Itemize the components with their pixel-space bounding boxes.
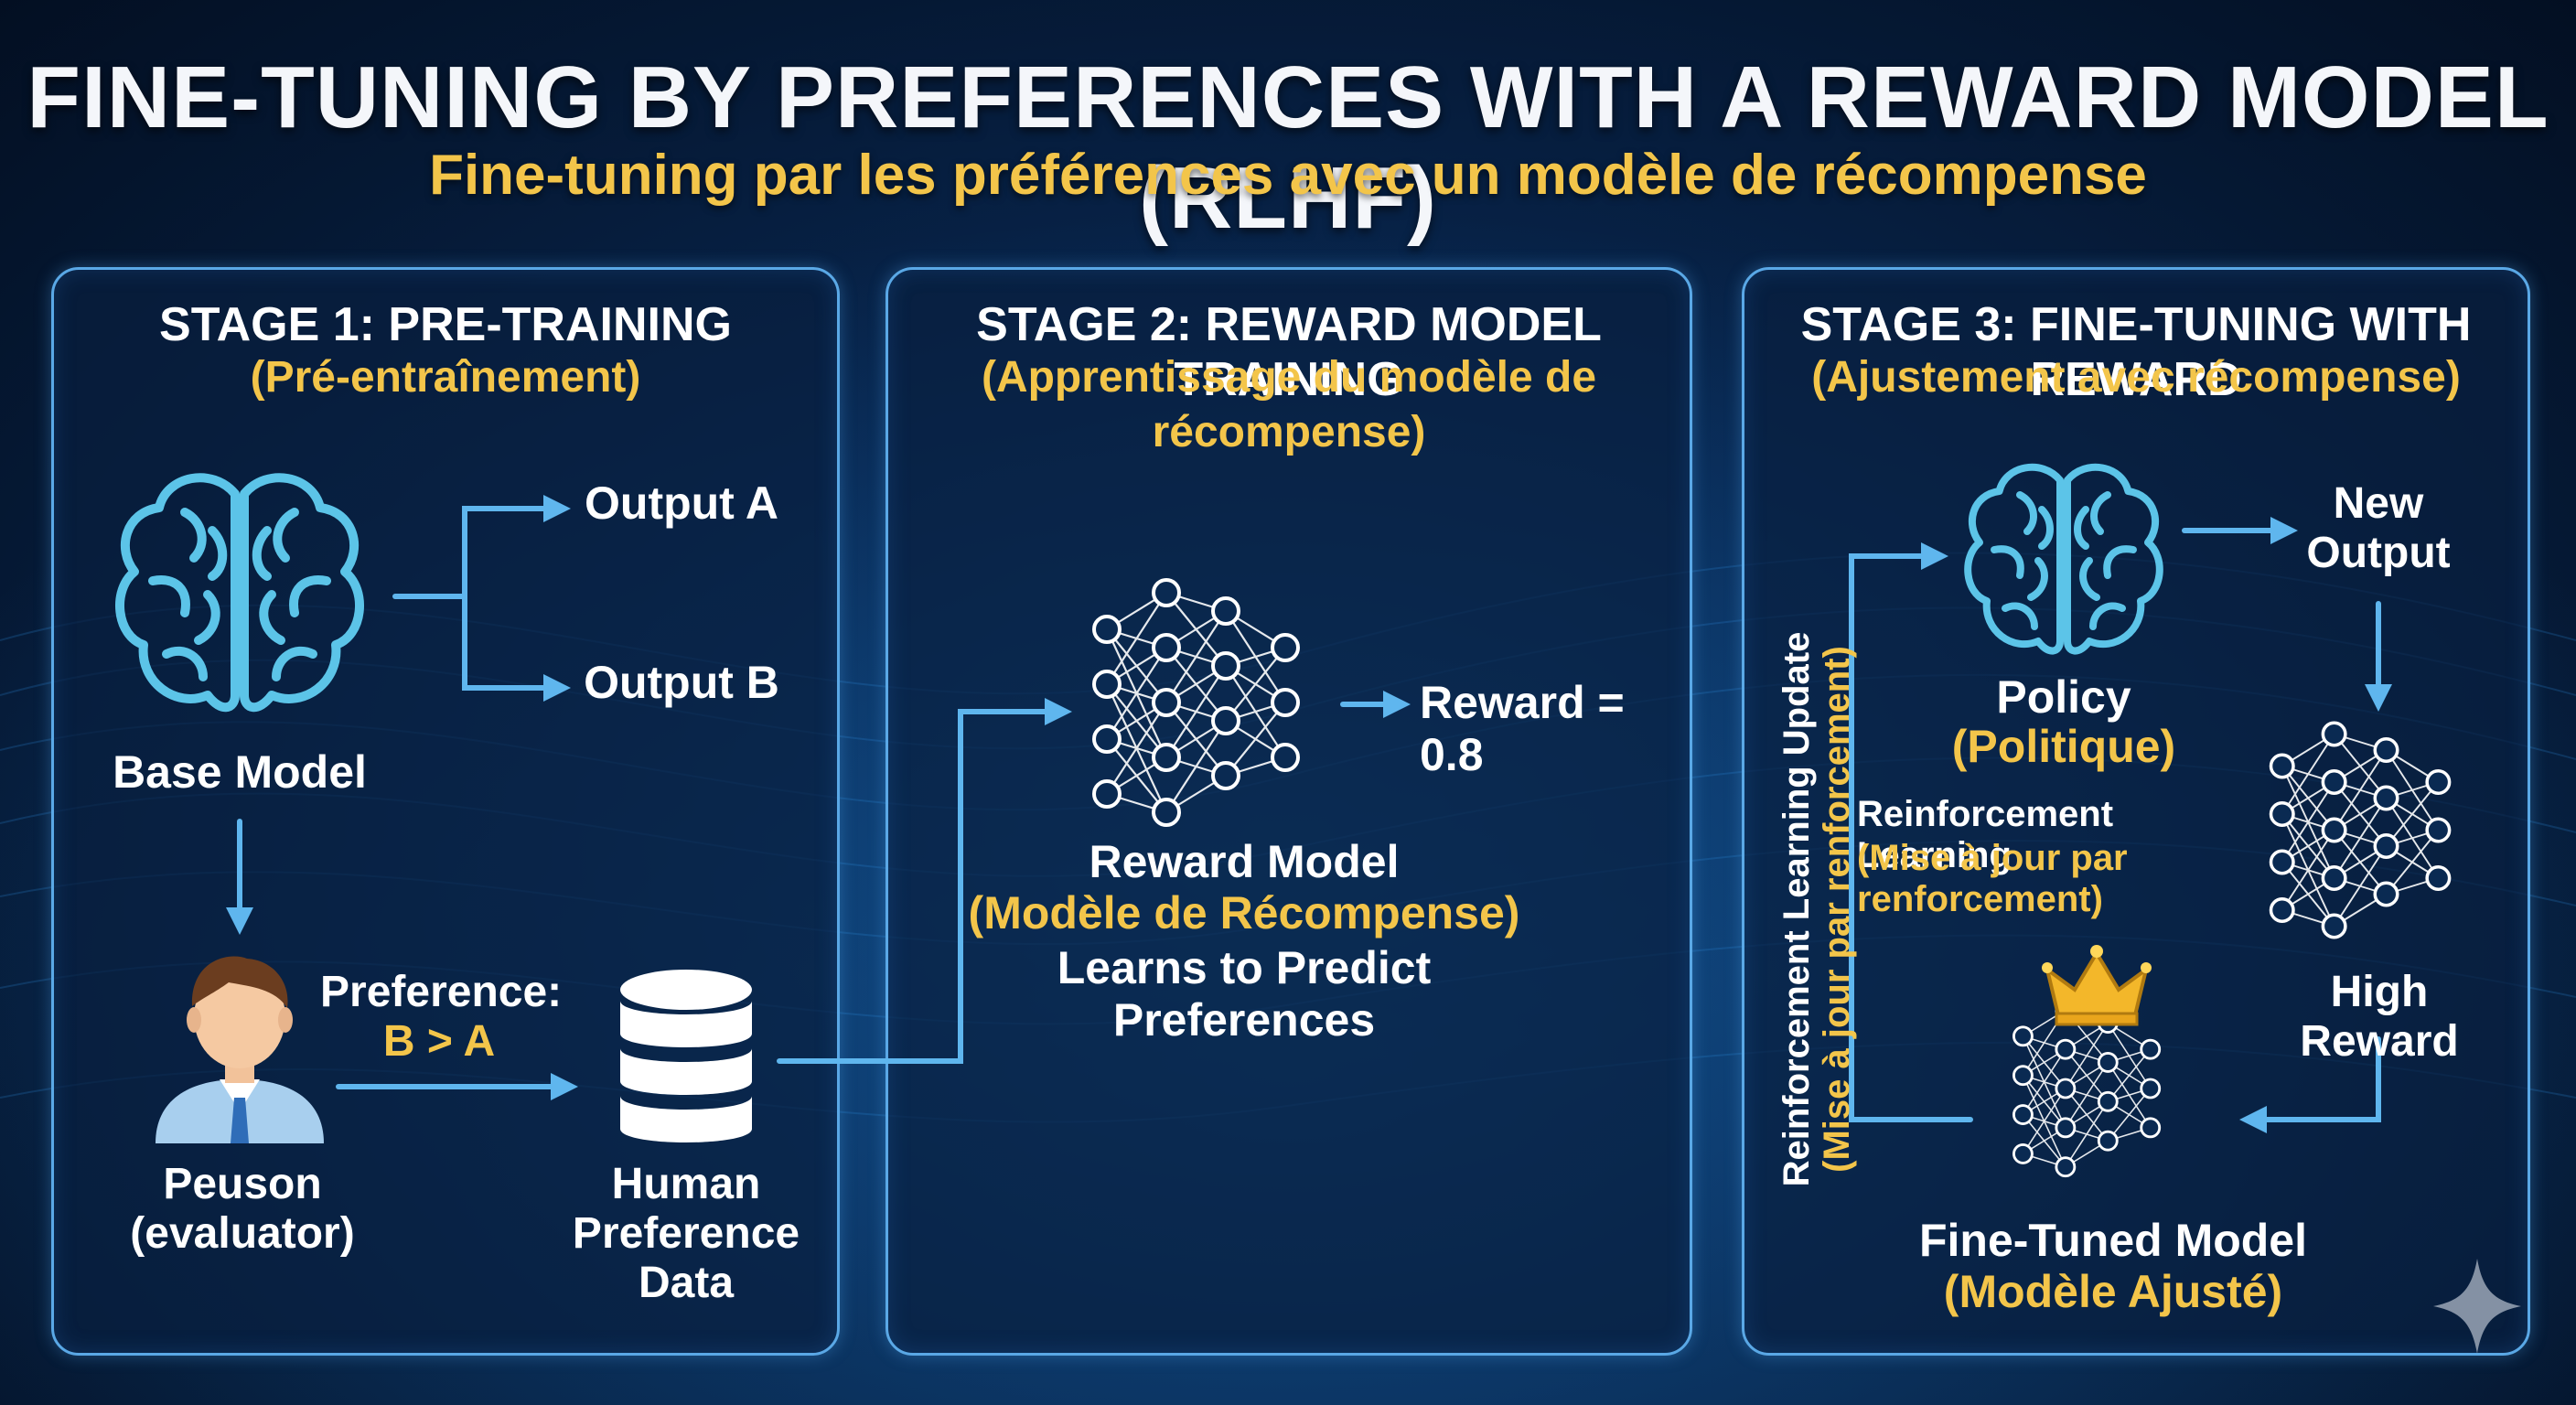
stage-1-title: STAGE 1: PRE-TRAINING	[159, 298, 732, 351]
stage-2-subtitle-line1: (Apprentissage du modèle de	[981, 353, 1597, 402]
rl-label: Reinforcement Learning	[1857, 794, 2114, 876]
reward-model-label-fr: (Modèle de Récompense)	[968, 887, 1520, 938]
stage-2-subtitle-line2: récompense)	[1152, 408, 1426, 456]
learns-line1: Learns to Predict	[1057, 942, 1432, 993]
rl-label-fr-line2: renforcement)	[1857, 879, 2103, 920]
output-a-label: Output A	[585, 477, 778, 529]
finetuned-model-label: Fine-Tuned Model	[1918, 1215, 2308, 1266]
stage-3-subtitle: (Ajustement avec récompense)	[1811, 353, 2461, 402]
arrow-to-output-b	[462, 594, 571, 702]
stage-3-title: STAGE 3: FINE-TUNING WITH REWARD	[1800, 298, 2472, 406]
neural-network-icon	[2012, 999, 2162, 1178]
vertical-line1: Reinforcement Learning Update	[1776, 631, 1817, 1187]
crown-icon	[2042, 945, 2152, 1026]
stage-1-subtitle: (Pré-entraînement)	[250, 353, 641, 402]
neural-network-icon	[1092, 578, 1300, 827]
preference-value: B > A	[382, 1017, 496, 1066]
human-preference-data-label: Human Preference Data	[558, 1160, 814, 1309]
data-label-line3: Data	[638, 1259, 735, 1308]
person-label-line2: (evaluator)	[130, 1209, 355, 1259]
database-icon	[620, 970, 752, 1142]
learns-line2: Preferences	[1112, 993, 1376, 1046]
reward-model-label: Reward Model	[1089, 836, 1400, 887]
brain-icon	[1968, 467, 2160, 651]
vertical-line2: (Mise à jour par renforcement)	[1817, 646, 1857, 1173]
learns-to-predict-label: Learns to Predict Preferences	[951, 942, 1537, 1046]
main-subtitle: Fine-tuning par les préférences avec un …	[429, 144, 2147, 207]
data-label-line1: Human	[611, 1160, 761, 1208]
arrow-rl-update-loop	[1849, 542, 1973, 1122]
stage-2-title: STAGE 2: REWARD MODEL TRAINING	[976, 298, 1602, 406]
stage-1-panel: STAGE 1: PRE-TRAINING (Pré-entraînement)	[51, 267, 840, 1356]
brain-icon	[120, 477, 360, 707]
finetuned-model-label-fr: (Modèle Ajusté)	[1943, 1266, 2283, 1317]
sparkle-icon	[2433, 1259, 2521, 1354]
rl-label-fr: (Mise à jour par renforcement)	[1857, 838, 2259, 920]
high-reward-label: High Reward	[2300, 968, 2459, 1067]
stage-2-panel: STAGE 2: REWARD MODEL TRAINING (Apprenti…	[886, 267, 1692, 1356]
rl-label-fr-line1: (Mise à jour par	[1857, 838, 2128, 878]
new-output-line2: Output	[2306, 529, 2451, 578]
new-output-line1: New	[2333, 479, 2424, 528]
preference-label: Preference:	[320, 968, 563, 1016]
stage-2-subtitle: (Apprentissage du modèle de récompense)	[888, 350, 1690, 460]
neural-network-icon	[2269, 721, 2452, 939]
policy-label-fr: (Politique)	[1951, 721, 2176, 772]
policy-label: Policy	[1996, 671, 2131, 723]
new-output-label: New Output	[2269, 479, 2488, 578]
person-label: Peuson (evaluator)	[110, 1160, 375, 1259]
data-label-line2: Preference	[572, 1209, 800, 1259]
output-b-label: Output B	[584, 657, 779, 708]
person-icon	[156, 956, 324, 1143]
arrow-data-to-reward-model	[777, 698, 1072, 1064]
person-label-line1: Peuson	[163, 1160, 322, 1208]
stage-3-panel: STAGE 3: FINE-TUNING WITH REWARD (Ajuste…	[1742, 267, 2530, 1356]
arrow-to-output-a	[462, 495, 571, 599]
arrow-high-reward-to-finetuned	[2239, 1036, 2381, 1133]
reward-value-label: Reward = 0.8	[1420, 677, 1625, 780]
base-model-label: Base Model	[113, 746, 367, 798]
main-title: FINE-TUNING BY PREFERENCES WITH A REWARD…	[27, 48, 2549, 247]
